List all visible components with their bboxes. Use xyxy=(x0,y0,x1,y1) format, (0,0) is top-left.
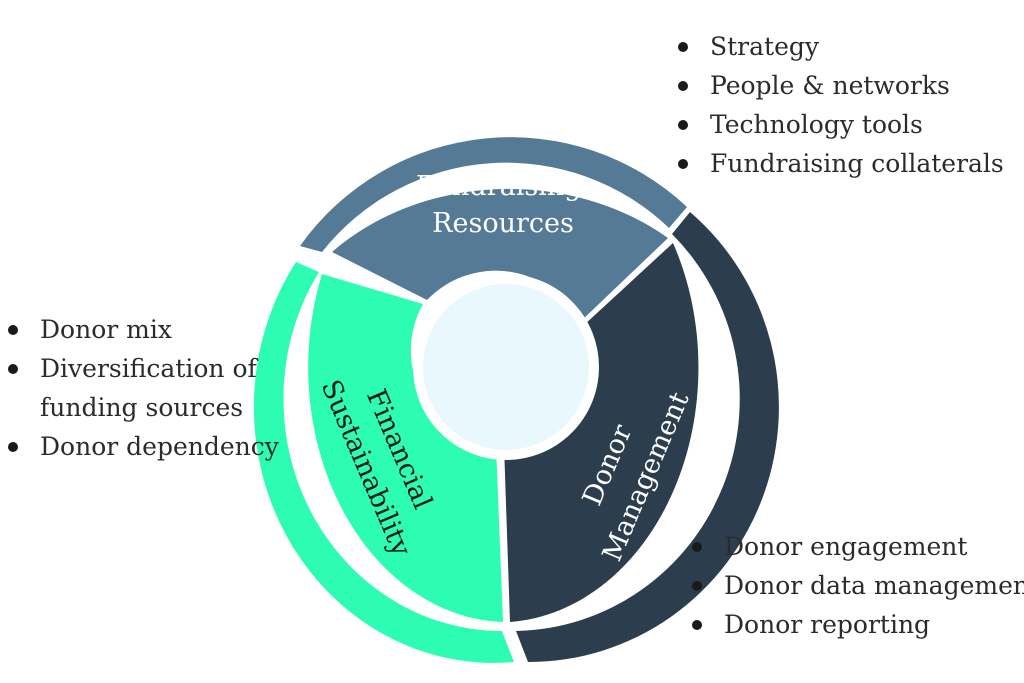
ring-outer-donor xyxy=(516,212,779,663)
segment-fundraising-resources xyxy=(332,188,668,322)
label-resources: Resources xyxy=(432,208,574,239)
list-item: Technology tools xyxy=(676,105,1004,144)
list-item: Diversification of xyxy=(6,349,279,388)
list-item: Fundraising collaterals xyxy=(676,144,1004,183)
list-item: Donor reporting xyxy=(690,605,1024,644)
list-item: Strategy xyxy=(676,27,1004,66)
list-item: People & networks xyxy=(676,66,1004,105)
list-item: Donor dependency xyxy=(6,427,279,466)
ring-outer-resources xyxy=(300,137,687,252)
list-item: Donor mix xyxy=(6,310,279,349)
ring-outer-financial xyxy=(253,262,515,663)
resources-bullet-list: Strategy People & networks Technology to… xyxy=(676,27,1004,183)
center-hub xyxy=(413,274,599,460)
segment-donor-management xyxy=(504,243,699,622)
label-fundraising: Fundraising xyxy=(416,171,582,202)
donor-bullet-list: Donor engagement Donor data management D… xyxy=(690,527,1024,644)
segment-financial-sustainability xyxy=(308,274,503,622)
list-item-continuation: funding sources xyxy=(40,393,244,422)
list-item: Donor data management xyxy=(690,566,1024,605)
financial-bullet-list: Donor mix Diversification of funding sou… xyxy=(6,310,279,466)
svg-text:Fundraising Resources: Fundraising Resources xyxy=(416,171,590,239)
list-item: Donor engagement xyxy=(690,527,1024,566)
